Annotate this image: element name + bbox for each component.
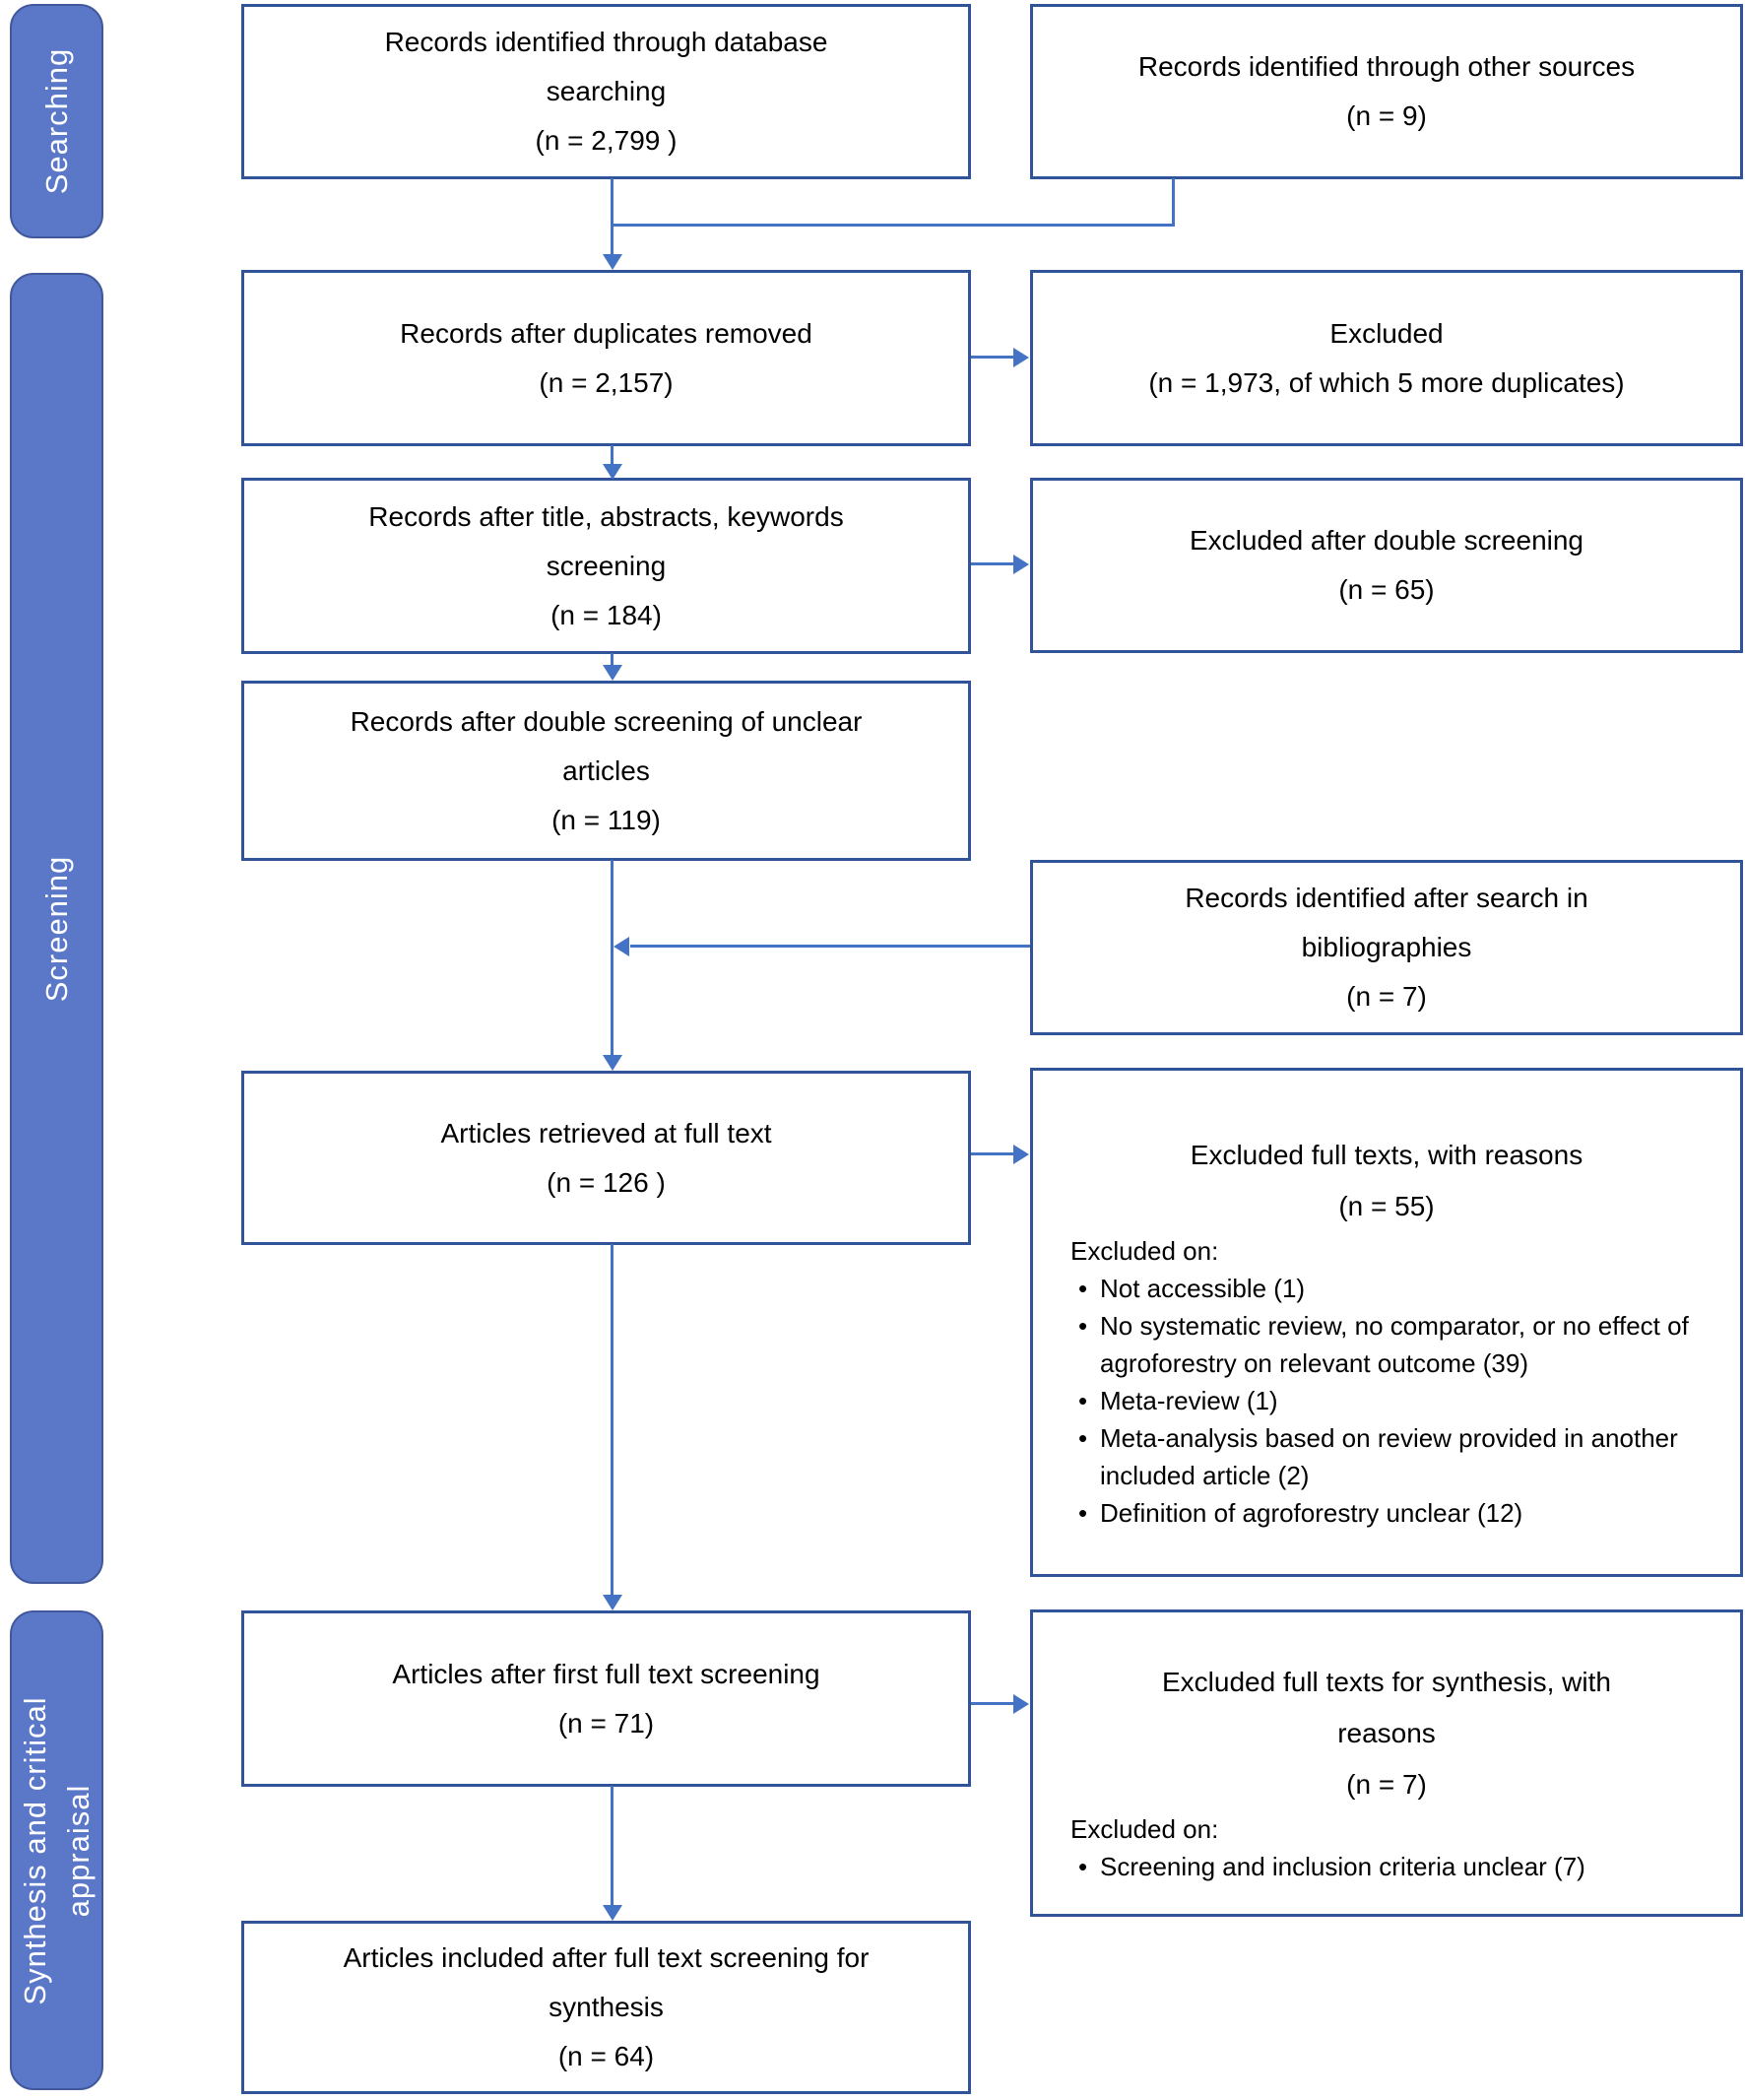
stage-synthesis: Synthesis and critical appraisal bbox=[10, 1610, 103, 2090]
box-excluded-duplicates: Excluded (n = 1,973, of which 5 more dupl… bbox=[1030, 270, 1743, 446]
stage-searching: Searching bbox=[10, 4, 103, 238]
connector-bibliographies-merge bbox=[630, 945, 1030, 948]
box-text-line: (n = 64) bbox=[557, 2041, 655, 2071]
exclusion-reason-item: Meta-analysis based on review provided i… bbox=[1078, 1419, 1716, 1494]
box-text-line: (n = 184) bbox=[550, 599, 662, 630]
box-text-line: bibliographies bbox=[1301, 932, 1472, 962]
box-text-line: Excluded full texts for synthesis, with bbox=[1162, 1667, 1611, 1697]
stage-screening: Screening bbox=[10, 273, 103, 1584]
box-text-line: Records identified through database bbox=[384, 27, 828, 57]
box-text-line: Articles included after full text screen… bbox=[343, 1942, 870, 1973]
exclusion-reason-item: Definition of agroforestry unclear (12) bbox=[1078, 1494, 1716, 1532]
box-text-line: (n = 65) bbox=[1338, 574, 1435, 605]
box-text-line: Articles after first full text screening bbox=[392, 1658, 820, 1689]
connector-first-screening-to-included bbox=[611, 1786, 614, 1907]
box-text-line: Excluded bbox=[1329, 317, 1444, 349]
box-excluded-synthesis: Excluded full texts for synthesis, with r… bbox=[1030, 1609, 1743, 1917]
arrowhead-down-icon bbox=[603, 1905, 622, 1921]
box-text-line: (n = 7) bbox=[1346, 981, 1427, 1012]
box-records-after-duplicates: Records after duplicates removed (n = 2,1… bbox=[241, 270, 971, 446]
box-records-other-sources: Records identified through other sources… bbox=[1030, 4, 1743, 179]
arrowhead-right-icon bbox=[1013, 348, 1029, 367]
box-text-line: articles bbox=[562, 755, 650, 786]
connector-first-screening-to-excluded bbox=[971, 1702, 1016, 1705]
exclusion-reason-item: Meta-review (1) bbox=[1078, 1382, 1716, 1419]
box-text-line: (n = 71) bbox=[557, 1707, 655, 1739]
arrowhead-down-icon bbox=[603, 254, 622, 270]
box-text-line: (n = 9) bbox=[1346, 100, 1427, 131]
excluded-synthesis-reasons: Excluded on: Screening and inclusion cri… bbox=[1033, 1810, 1740, 1885]
exclusion-reason-item: No systematic review, no comparator, or … bbox=[1078, 1307, 1716, 1382]
box-text-line: (n = 55) bbox=[1338, 1191, 1435, 1221]
arrowhead-right-icon bbox=[1013, 1694, 1029, 1714]
arrowhead-left-icon bbox=[614, 937, 629, 956]
box-text-line: Excluded full texts, with reasons bbox=[1190, 1140, 1583, 1170]
box-text-line: Articles retrieved at full text bbox=[440, 1117, 772, 1148]
arrowhead-down-icon bbox=[603, 1595, 622, 1610]
box-text-line: reasons bbox=[1337, 1718, 1436, 1748]
box-text-line: Records identified after search in bbox=[1185, 883, 1588, 913]
arrowhead-right-icon bbox=[1013, 1145, 1029, 1164]
connector-fulltext-to-excluded bbox=[971, 1152, 1016, 1155]
connector-other-sources-merge bbox=[611, 224, 1175, 227]
box-text-line: (n = 126 ) bbox=[547, 1166, 666, 1198]
connector-title-to-double bbox=[611, 653, 614, 668]
exclusion-reason-item: Screening and inclusion criteria unclear… bbox=[1078, 1848, 1716, 1885]
box-text-line: (n = 119) bbox=[551, 804, 661, 835]
box-text-line: synthesis bbox=[549, 1992, 664, 2022]
connector-fulltext-to-first-screening bbox=[611, 1244, 614, 1597]
exclusion-reason-list: Not accessible (1)No systematic review, … bbox=[1070, 1270, 1716, 1532]
box-excluded-full-texts: Excluded full texts, with reasons (n = 55… bbox=[1030, 1068, 1743, 1577]
box-text-line: (n = 2,799 ) bbox=[535, 125, 678, 156]
box-text-line: screening bbox=[546, 550, 667, 581]
connector-duplicates-to-title bbox=[611, 445, 614, 467]
connector-duplicates-to-excluded bbox=[971, 356, 1016, 359]
box-articles-first-screening: Articles after first full text screening… bbox=[241, 1610, 971, 1787]
box-articles-included: Articles included after full text screen… bbox=[241, 1921, 971, 2094]
box-records-after-double-screening: Records after double screening of unclea… bbox=[241, 681, 971, 861]
connector-other-sources-drop bbox=[1172, 178, 1175, 227]
box-text-line: searching bbox=[546, 76, 667, 106]
box-text-line: (n = 2,157) bbox=[539, 366, 674, 398]
exclusion-reason-list: Screening and inclusion criteria unclear… bbox=[1070, 1848, 1716, 1885]
box-text-line: Records after double screening of unclea… bbox=[350, 705, 863, 737]
box-text-line: Records after duplicates removed bbox=[400, 317, 812, 349]
box-text-line: Records after title, abstracts, keywords bbox=[368, 500, 844, 532]
box-text-line: (n = 1,973, of which 5 more duplicates) bbox=[1148, 366, 1625, 398]
stage-synthesis-label: Synthesis and critical appraisal bbox=[17, 1695, 96, 2005]
excluded-synthesis-heading: Excluded full texts for synthesis, with r… bbox=[1033, 1612, 1740, 1810]
box-records-after-title-screening: Records after title, abstracts, keywords… bbox=[241, 478, 971, 654]
arrowhead-down-icon bbox=[603, 1055, 622, 1071]
box-records-bibliographies: Records identified after search in biblio… bbox=[1030, 860, 1743, 1035]
excluded-on-label: Excluded on: bbox=[1070, 1814, 1219, 1844]
box-records-database-searching: Records identified through database searc… bbox=[241, 4, 971, 179]
excluded-on-label: Excluded on: bbox=[1070, 1236, 1219, 1266]
box-text-line: (n = 7) bbox=[1346, 1769, 1427, 1800]
excluded-full-texts-heading: Excluded full texts, with reasons (n = 55… bbox=[1033, 1071, 1740, 1232]
box-text-line: Records identified through other sources bbox=[1137, 51, 1636, 82]
arrowhead-right-icon bbox=[1013, 555, 1029, 574]
connector-db-to-duplicates bbox=[611, 178, 614, 256]
arrowhead-down-icon bbox=[603, 464, 622, 480]
stage-searching-label: Searching bbox=[38, 47, 74, 195]
connector-double-to-fulltext bbox=[611, 860, 614, 1058]
stage-screening-label: Screening bbox=[38, 855, 74, 1002]
box-articles-full-text: Articles retrieved at full text (n = 126 … bbox=[241, 1071, 971, 1245]
arrowhead-down-icon bbox=[603, 665, 622, 681]
box-text-line: Excluded after double screening bbox=[1189, 525, 1584, 556]
exclusion-reason-item: Not accessible (1) bbox=[1078, 1270, 1716, 1307]
connector-title-to-excluded bbox=[971, 562, 1016, 565]
box-excluded-double-screening: Excluded after double screening (n = 65) bbox=[1030, 478, 1743, 653]
excluded-full-texts-reasons: Excluded on: Not accessible (1)No system… bbox=[1033, 1232, 1740, 1532]
